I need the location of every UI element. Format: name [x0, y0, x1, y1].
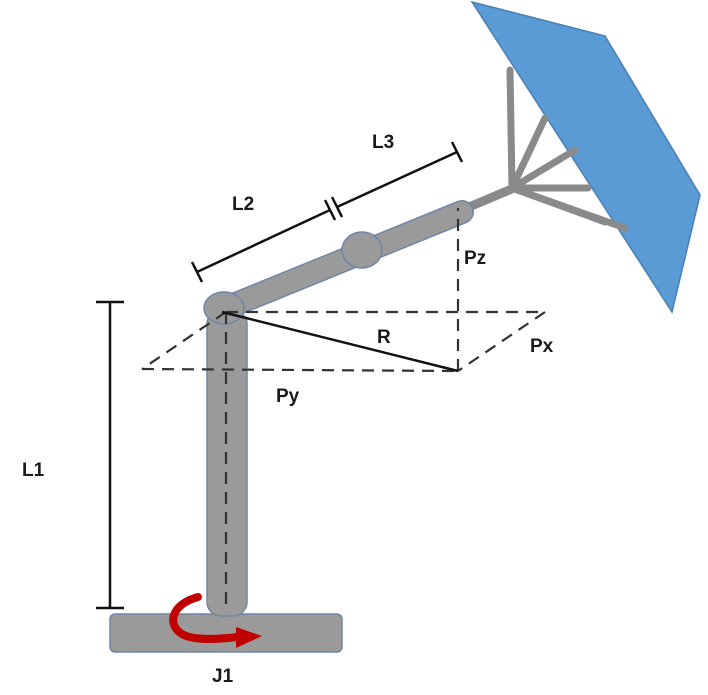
label-j1: J1 [212, 666, 234, 687]
upper-arm-link [215, 201, 473, 319]
shoulder-joint [203, 291, 245, 325]
base-plate [109, 613, 343, 653]
l3-dimension [330, 141, 464, 218]
l2-dimension [190, 199, 337, 283]
l1-dimension [96, 300, 124, 610]
solar-panel [470, 0, 701, 314]
middle-joint [341, 231, 383, 269]
label-r: R [377, 327, 391, 348]
label-py: Py [276, 386, 300, 407]
label-px: Px [530, 336, 554, 357]
label-pz: Pz [464, 248, 486, 269]
j1-rotation-arrow [169, 593, 262, 648]
label-l1: L1 [22, 460, 45, 481]
dashed-projection-lines [141, 208, 546, 612]
r-vector-line [221, 310, 459, 373]
panel-support-struts [506, 66, 629, 232]
label-l2: L2 [232, 194, 254, 215]
label-l3: L3 [372, 132, 394, 153]
